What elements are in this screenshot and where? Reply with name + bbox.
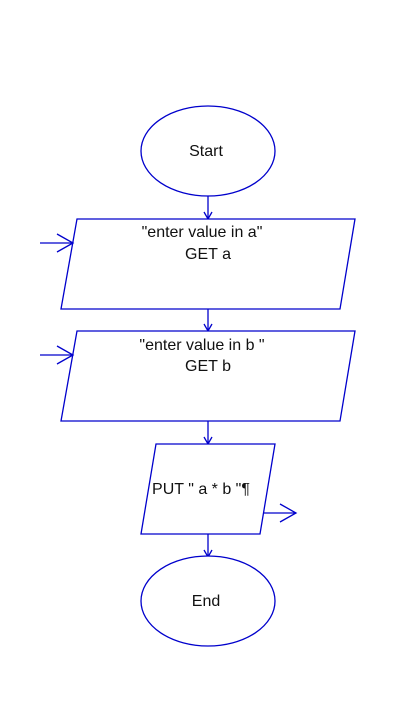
connector-input-a-to-input-b <box>203 309 213 333</box>
end-ellipse <box>140 555 276 647</box>
connector-output-to-end <box>203 534 213 559</box>
input-a-get-label: GET a <box>185 246 231 263</box>
input-b-get-label: GET b <box>185 358 231 375</box>
output-parallelogram <box>140 443 276 535</box>
input-a-entry-arrow <box>40 233 75 253</box>
input-b-parallelogram <box>60 330 356 422</box>
input-a-node[interactable]: "enter value in a" GET a <box>60 218 356 310</box>
end-node[interactable]: End <box>140 555 276 647</box>
input-b-node[interactable]: "enter value in b " GET b <box>60 330 356 422</box>
connector-start-to-input-a <box>203 196 213 221</box>
input-b-entry-arrow <box>40 345 75 365</box>
output-node[interactable]: PUT " a * b "¶ <box>140 443 276 535</box>
start-label: Start <box>189 143 223 160</box>
end-label: End <box>192 593 220 610</box>
output-label: PUT " a * b "¶ <box>152 481 250 498</box>
input-a-prompt-label: "enter value in a" <box>142 224 263 241</box>
output-exit-arrow <box>263 503 298 523</box>
input-a-parallelogram <box>60 218 356 310</box>
connector-input-b-to-output <box>203 421 213 446</box>
input-b-prompt-label: "enter value in b " <box>139 337 264 354</box>
start-node[interactable]: Start <box>140 105 276 197</box>
